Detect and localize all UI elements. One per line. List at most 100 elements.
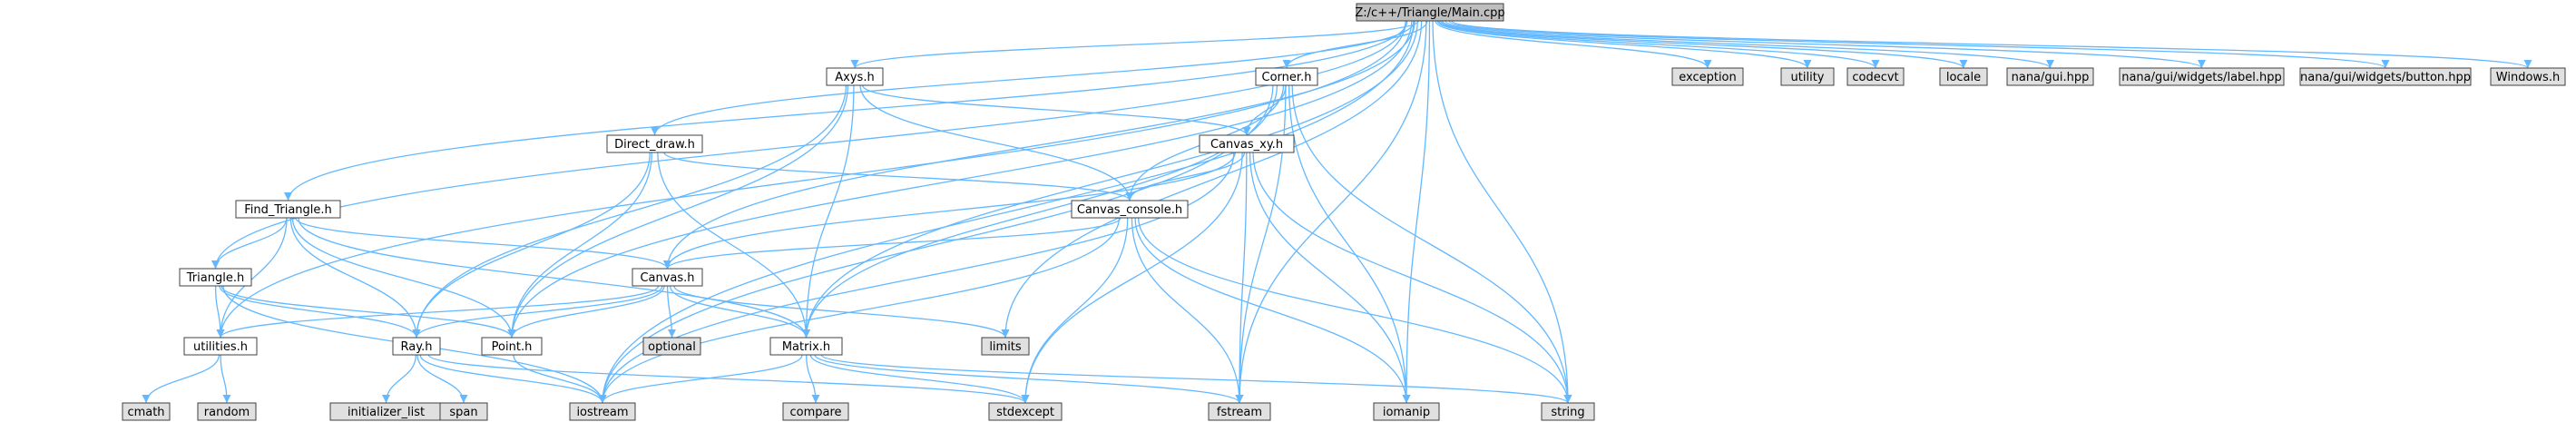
node-string-label: string	[1551, 406, 1584, 419]
node-codecvt: codecvt	[1846, 67, 1905, 86]
node-canvascon[interactable]: Canvas_console.h	[1071, 200, 1189, 219]
edge-main-to-limits	[1001, 20, 1423, 339]
edge-direct-to-canvascon	[663, 152, 1134, 201]
edge-main-to-locale	[1440, 20, 1968, 69]
edge-canvascon-to-iomanip	[1134, 217, 1411, 404]
edge-canvas-to-point	[507, 285, 665, 339]
node-iostream-box	[569, 402, 636, 421]
node-compare: compare	[782, 402, 849, 421]
node-windows: Windows.h	[2490, 67, 2566, 86]
node-nanagui-box	[2006, 67, 2094, 86]
node-direct[interactable]: Direct_draw.h	[606, 134, 703, 153]
edge-canvasxy-to-iostream	[598, 152, 1235, 404]
node-string-box	[1541, 402, 1595, 421]
node-canvascon-label: Canvas_console.h	[1077, 203, 1182, 217]
node-initlist-label: initializer_list	[348, 406, 425, 419]
node-point[interactable]: Point.h	[481, 337, 543, 356]
node-utilities[interactable]: utilities.h	[183, 337, 258, 356]
edge-utilities-to-random	[220, 354, 231, 404]
edge-corner-to-iomanip	[1288, 84, 1411, 404]
node-utilities-label: utilities.h	[193, 340, 248, 354]
edge-axys-to-point	[507, 84, 849, 339]
node-findtri-label: Find_Triangle.h	[244, 203, 332, 217]
edge-canvas-to-optional	[666, 285, 677, 339]
node-nanabutton-label: nana/gui/widgets/button.hpp	[2300, 71, 2471, 84]
edge-canvasxy-to-string	[1252, 152, 1572, 404]
node-ray-box	[392, 337, 441, 356]
edge-main-to-axys	[850, 20, 1419, 69]
node-canvas[interactable]: Canvas.h	[632, 268, 703, 287]
edge-canvascon-to-iostream	[598, 217, 1121, 404]
edge-main-to-canvas	[663, 20, 1415, 270]
node-iostream-label: iostream	[576, 406, 628, 419]
node-iostream: iostream	[569, 402, 636, 421]
node-corner[interactable]: Corner.h	[1255, 67, 1318, 86]
node-canvascon-box	[1071, 200, 1189, 219]
node-locale-label: locale	[1946, 71, 1981, 84]
edge-canvasxy-to-iomanip	[1249, 152, 1411, 404]
edge-main-to-string	[1432, 20, 1572, 404]
edge-findtri-to-utilities	[216, 217, 288, 339]
node-ray[interactable]: Ray.h	[392, 337, 441, 356]
node-matrix[interactable]: Matrix.h	[769, 337, 843, 356]
node-nanalabel: nana/gui/widgets/label.hpp	[2119, 67, 2285, 86]
edge-main-to-codecvt	[1438, 20, 1880, 69]
node-span-box	[439, 402, 488, 421]
node-compare-label: compare	[789, 406, 841, 419]
node-main[interactable]: Z:/c++/Triangle/Main.cpp	[1355, 3, 1505, 22]
edge-axys-to-canvasxy	[861, 84, 1251, 136]
edge-main-to-utility	[1436, 20, 1812, 69]
node-canvas-box	[632, 268, 703, 287]
edge-main-to-nanabutton	[1448, 20, 2390, 69]
edge-canvas-to-matrix	[669, 285, 811, 339]
node-nanagui: nana/gui.hpp	[2006, 67, 2094, 86]
node-exception-box	[1671, 67, 1744, 86]
edge-corner-to-iostream	[598, 84, 1274, 404]
edge-canvascon-to-string	[1138, 217, 1572, 404]
edge-findtri-to-point	[291, 217, 516, 339]
edge-triangle-to-point	[220, 285, 516, 339]
edge-canvas-to-ray	[412, 285, 663, 339]
node-utility: utility	[1780, 67, 1835, 86]
edge-main-to-findtri	[284, 20, 1408, 201]
node-point-box	[481, 337, 543, 356]
edge-main-to-direct	[651, 20, 1415, 136]
node-canvasxy-label: Canvas_xy.h	[1210, 138, 1283, 152]
node-main-label: Z:/c++/Triangle/Main.cpp	[1355, 6, 1504, 20]
node-limits-label: limits	[989, 340, 1022, 354]
edge-direct-to-matrix	[657, 152, 811, 339]
node-exception: exception	[1671, 67, 1744, 86]
edge-canvasxy-to-fstream	[1235, 152, 1248, 404]
edge-matrix-to-stdexcept	[809, 354, 1030, 404]
edge-triangle-to-utilities	[214, 285, 225, 339]
edge-ray-to-stdexcept	[427, 354, 1030, 404]
node-findtri[interactable]: Find_Triangle.h	[235, 200, 341, 219]
edge-axys-to-matrix	[801, 84, 855, 339]
edge-canvascon-to-fstream	[1131, 217, 1244, 404]
node-utilities-box	[183, 337, 258, 356]
nodes-layer: Z:/c++/Triangle/Main.cpp exception utility…	[122, 3, 2566, 421]
node-codecvt-label: codecvt	[1852, 71, 1898, 84]
edge-findtri-to-triangle	[211, 217, 288, 270]
node-triangle-box	[179, 268, 252, 287]
edge-findtri-to-canvas	[295, 217, 671, 270]
node-axys[interactable]: Axys.h	[826, 67, 884, 86]
node-stdexcept: stdexcept	[988, 402, 1063, 421]
node-random-box	[197, 402, 257, 421]
node-axys-box	[826, 67, 884, 86]
node-cmath-box	[122, 402, 171, 421]
edge-findtri-to-ray	[289, 217, 421, 339]
edge-main-to-exception	[1435, 20, 1712, 69]
node-nanagui-label: nana/gui.hpp	[2012, 71, 2090, 84]
node-triangle[interactable]: Triangle.h	[179, 268, 252, 287]
node-iomanip-box	[1373, 402, 1440, 421]
node-locale-box	[1939, 67, 1988, 86]
edge-canvascon-to-stdexcept	[1021, 217, 1129, 404]
node-windows-label: Windows.h	[2496, 71, 2560, 84]
node-stdexcept-label: stdexcept	[996, 406, 1054, 419]
node-nanalabel-box	[2119, 67, 2285, 86]
node-fstream-label: fstream	[1217, 406, 1262, 419]
node-canvasxy[interactable]: Canvas_xy.h	[1199, 134, 1295, 153]
edge-main-to-iostream	[598, 20, 1415, 404]
node-canvasxy-box	[1199, 134, 1295, 153]
